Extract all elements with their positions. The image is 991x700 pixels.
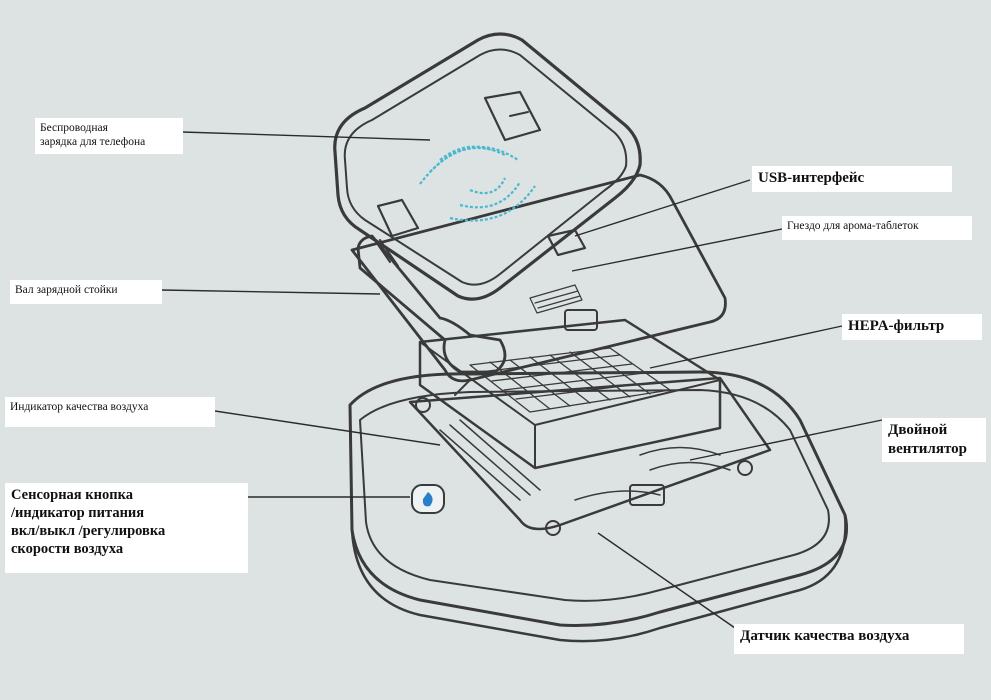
label-hepa-filter: HEPA-фильтр (842, 314, 982, 340)
leader-aroma (571, 228, 783, 272)
label-wireless-charging: Беспроводная зарядка для телефона (35, 118, 183, 154)
label-aroma-slot: Гнездо для арома-таблеток (782, 216, 972, 240)
hepa-grid (469, 347, 671, 413)
label-air-quality-sensor: Датчик качества воздуха (734, 624, 964, 654)
leader-usb (574, 179, 751, 237)
upper-platform (350, 173, 727, 383)
leader-hepa (649, 325, 843, 369)
phone-pad (333, 32, 642, 301)
label-dual-fan: Двойной вентилятор (882, 418, 986, 462)
leader-sensor (597, 532, 736, 629)
label-stand-shaft: Вал зарядной стойки (10, 280, 162, 304)
filter-box (418, 318, 722, 470)
leader-shaft (161, 289, 381, 295)
label-air-quality-indicator: Индикатор качества воздуха (5, 397, 215, 427)
base-outer (348, 370, 848, 627)
aroma-grille (529, 284, 583, 314)
leader-wireless (181, 131, 431, 141)
power-button-icon (411, 484, 445, 514)
inner-tray (408, 376, 772, 531)
label-usb-interface: USB-интерфейс (752, 166, 952, 192)
leader-indicator (214, 410, 441, 446)
leader-fan (689, 419, 883, 461)
label-touch-button: Сенсорная кнопка /индикатор питания вкл/… (5, 483, 248, 573)
wireless-charging-icon (419, 145, 536, 222)
